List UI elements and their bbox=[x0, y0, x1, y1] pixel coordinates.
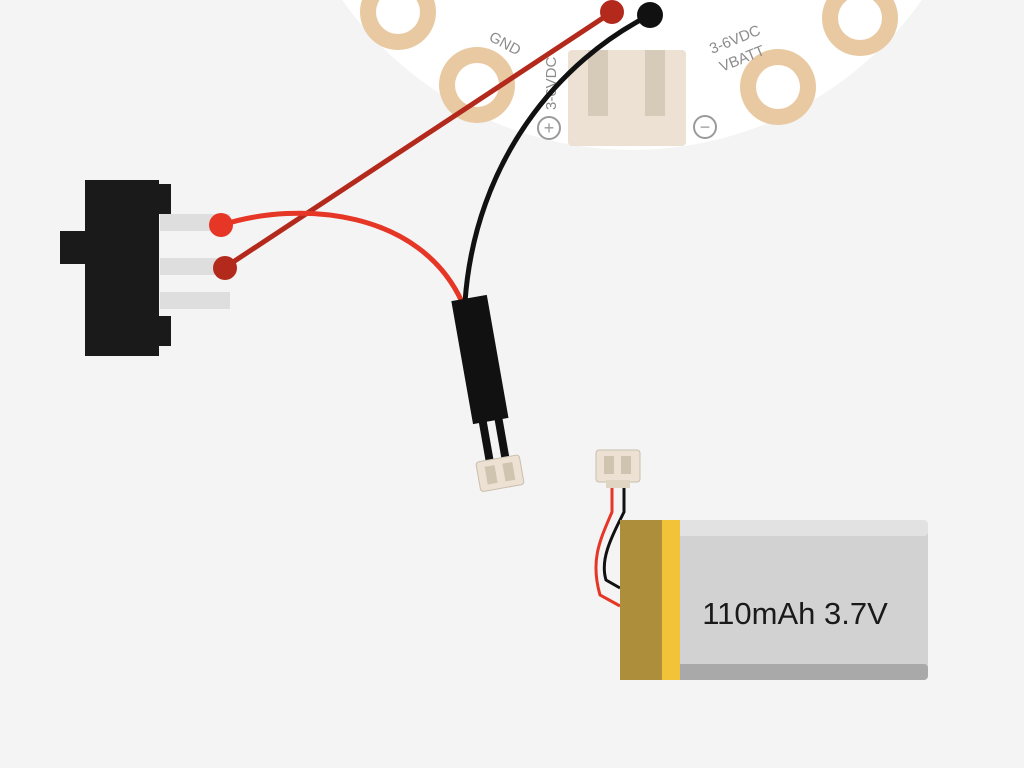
jst-socket-icon bbox=[595, 449, 641, 488]
solder-point bbox=[600, 0, 624, 24]
solder-point bbox=[213, 256, 237, 280]
wire-dark-red bbox=[221, 9, 615, 271]
svg-text:+: + bbox=[544, 118, 555, 138]
battery-tape bbox=[620, 520, 664, 680]
circuit-board: GND 3-6VDC 3-6VDC VBATT + − bbox=[342, 0, 922, 150]
wire-black bbox=[462, 12, 653, 305]
pad bbox=[822, 0, 898, 56]
pad-vbatt bbox=[740, 49, 816, 125]
battery-top-edge bbox=[620, 520, 928, 536]
svg-text:−: − bbox=[700, 117, 711, 137]
jst-plug-icon bbox=[451, 294, 525, 492]
board-battery-connector bbox=[568, 50, 686, 146]
solder-point bbox=[209, 213, 233, 237]
plus-icon: + bbox=[537, 116, 561, 140]
slide-switch-icon bbox=[60, 180, 230, 356]
minus-icon: − bbox=[693, 115, 717, 139]
battery-shadow bbox=[620, 664, 928, 680]
battery-label: 110mAh 3.7V bbox=[702, 596, 888, 631]
battery: 110mAh 3.7V bbox=[594, 449, 928, 680]
wire-red bbox=[219, 210, 465, 305]
pad bbox=[360, 0, 436, 50]
battery-wire-black bbox=[602, 486, 626, 590]
solder-point bbox=[637, 2, 663, 28]
battery-body bbox=[620, 520, 928, 680]
battery-wire-red bbox=[594, 486, 621, 608]
battery-tape-stripe bbox=[662, 520, 680, 680]
